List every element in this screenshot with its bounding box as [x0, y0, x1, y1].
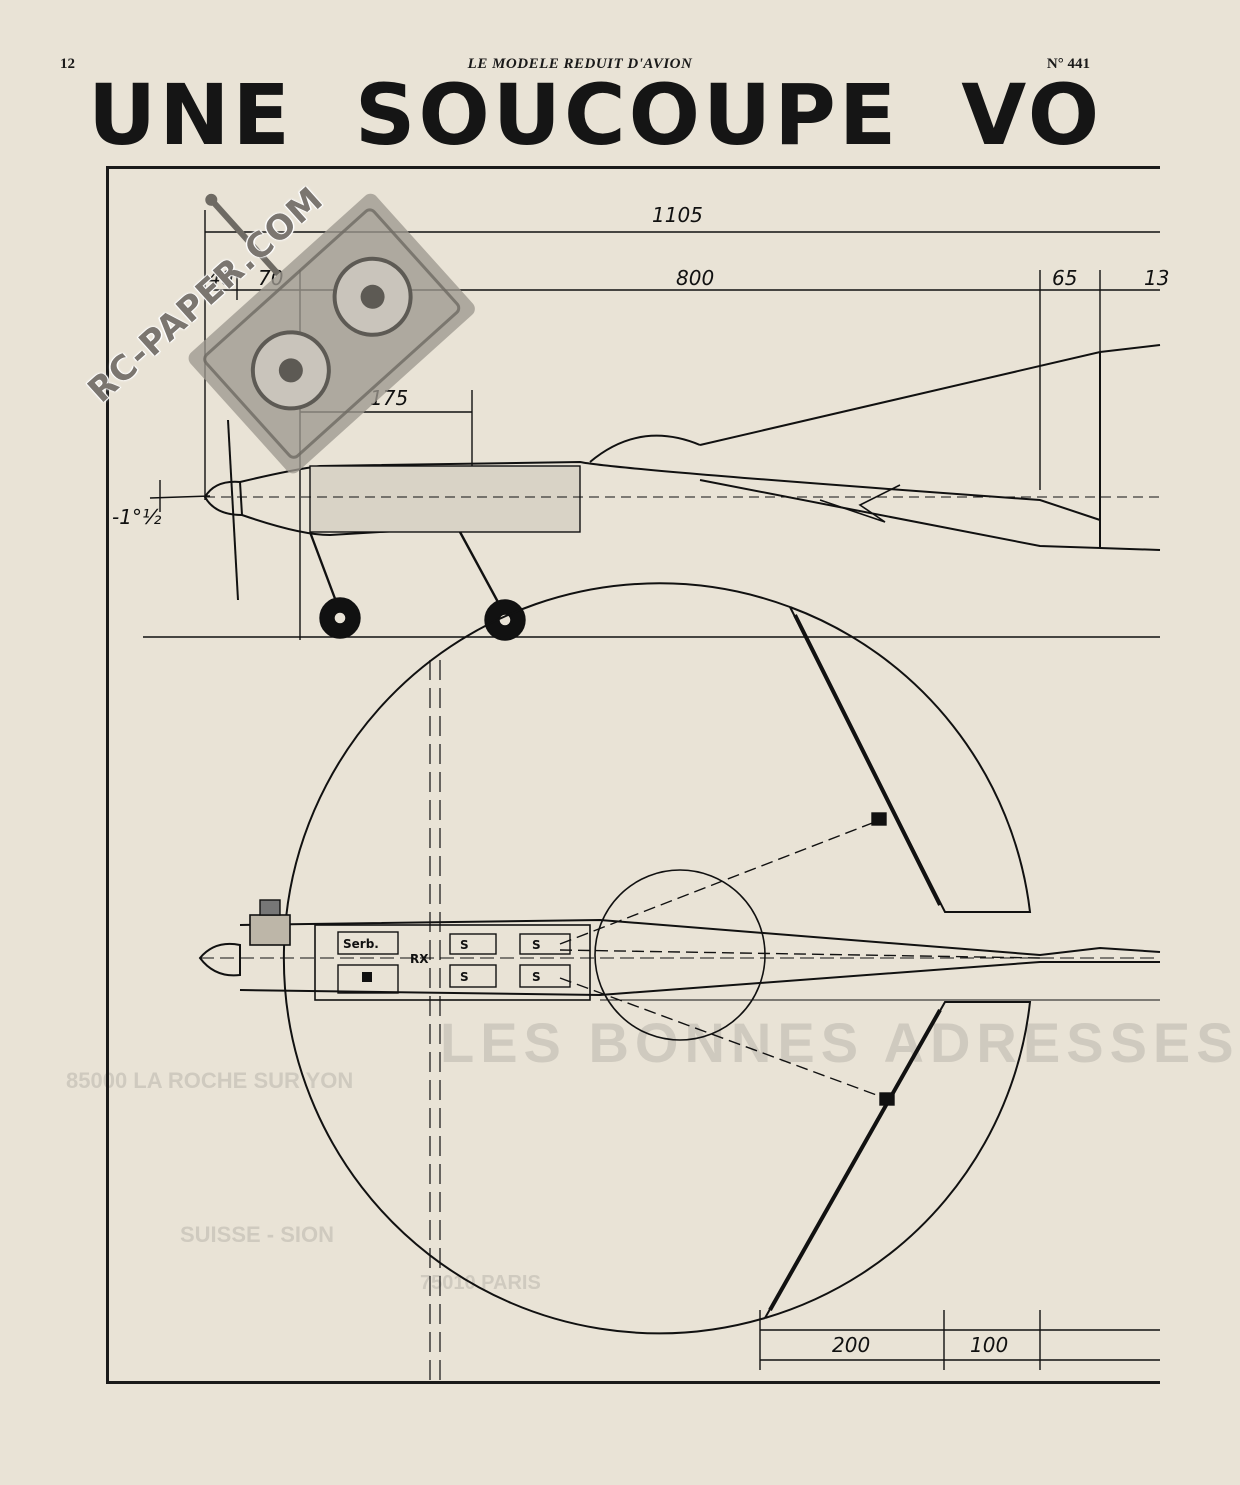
ghost-heading: LES BONNES ADRESSES	[440, 1011, 1240, 1074]
label-servo-4: S	[532, 970, 541, 984]
headline-word-3: VO	[961, 66, 1103, 164]
running-title: LE MODELE REDUIT D'AVION	[467, 56, 693, 72]
dim-200: 200	[832, 1333, 870, 1357]
dim-angle: -1°½	[112, 505, 162, 529]
ghost-country: SUISSE - SION	[180, 1222, 335, 1247]
dim-65: 65	[1052, 266, 1077, 290]
plan-frame	[106, 166, 1160, 1384]
label-fuel-tank: Serb.	[343, 937, 379, 951]
dim-800: 800	[676, 266, 714, 290]
plan-drawing: 1105 40 70 800 65 13 175 -1°½ 200 100 Se…	[112, 203, 1169, 1380]
dim-100: 100	[970, 1333, 1008, 1357]
headline-word-2: SOUCOUPE	[354, 66, 900, 164]
label-servo-1: S	[460, 938, 469, 952]
label-servo-2: S	[460, 970, 469, 984]
page-number: 12	[60, 56, 75, 72]
dim-13: 13	[1144, 266, 1169, 290]
headline-word-1: UNE	[88, 66, 293, 164]
issue-number: N° 441	[1046, 56, 1090, 72]
ghost-city-2: 75010 PARIS	[420, 1272, 541, 1294]
label-servo-3: S	[532, 938, 541, 952]
dim-40: 40	[208, 266, 233, 290]
dim-overall: 1105	[652, 203, 703, 227]
watermark-logo	[82, 82, 548, 548]
label-receiver: RX	[410, 952, 429, 966]
transmitter-icon	[188, 193, 475, 474]
battery-mark	[362, 972, 372, 982]
ghost-city-1: 85000 LA ROCHE SUR YON	[66, 1068, 354, 1093]
